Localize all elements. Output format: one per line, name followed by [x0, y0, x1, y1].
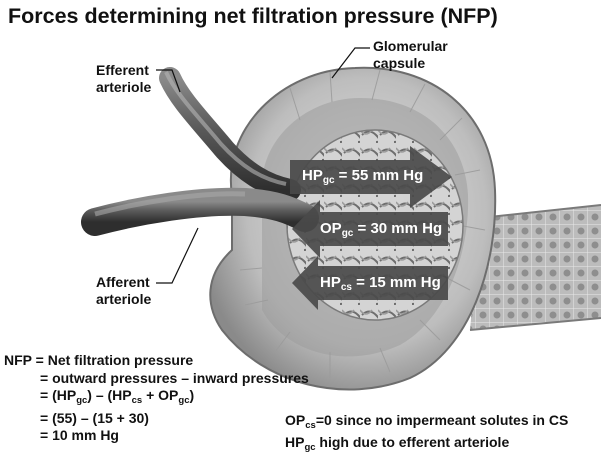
op-gc-text: OPgc = 30 mm Hg	[320, 220, 442, 239]
note-hp-gc: HPgc high due to efferent arteriole	[285, 434, 568, 456]
hp-gc-text: HPgc = 55 mm Hg	[302, 167, 423, 186]
glomerular-capsule-label: Glomerular capsule	[373, 38, 448, 72]
eq-line-3: = (HPgc) – (HPcs + OPgc)	[4, 387, 309, 410]
eq-line-2: = outward pressures – inward pressures	[4, 370, 309, 388]
afferent-arteriole-label: Afferent arteriole	[96, 274, 151, 308]
hp-cs-text: HPcs = 15 mm Hg	[320, 274, 441, 293]
eq-line-5: = 10 mm Hg	[4, 427, 309, 445]
notes: OPcs=0 since no impermeant solutes in CS…	[285, 412, 568, 456]
nfp-equation: NFP = Net filtration pressure = outward …	[4, 352, 309, 445]
efferent-arteriole-label: Efferent arteriole	[96, 62, 151, 96]
note-op-cs: OPcs=0 since no impermeant solutes in CS	[285, 412, 568, 434]
eq-line-1: NFP = Net filtration pressure	[4, 352, 309, 370]
eq-line-4: = (55) – (15 + 30)	[4, 410, 309, 428]
